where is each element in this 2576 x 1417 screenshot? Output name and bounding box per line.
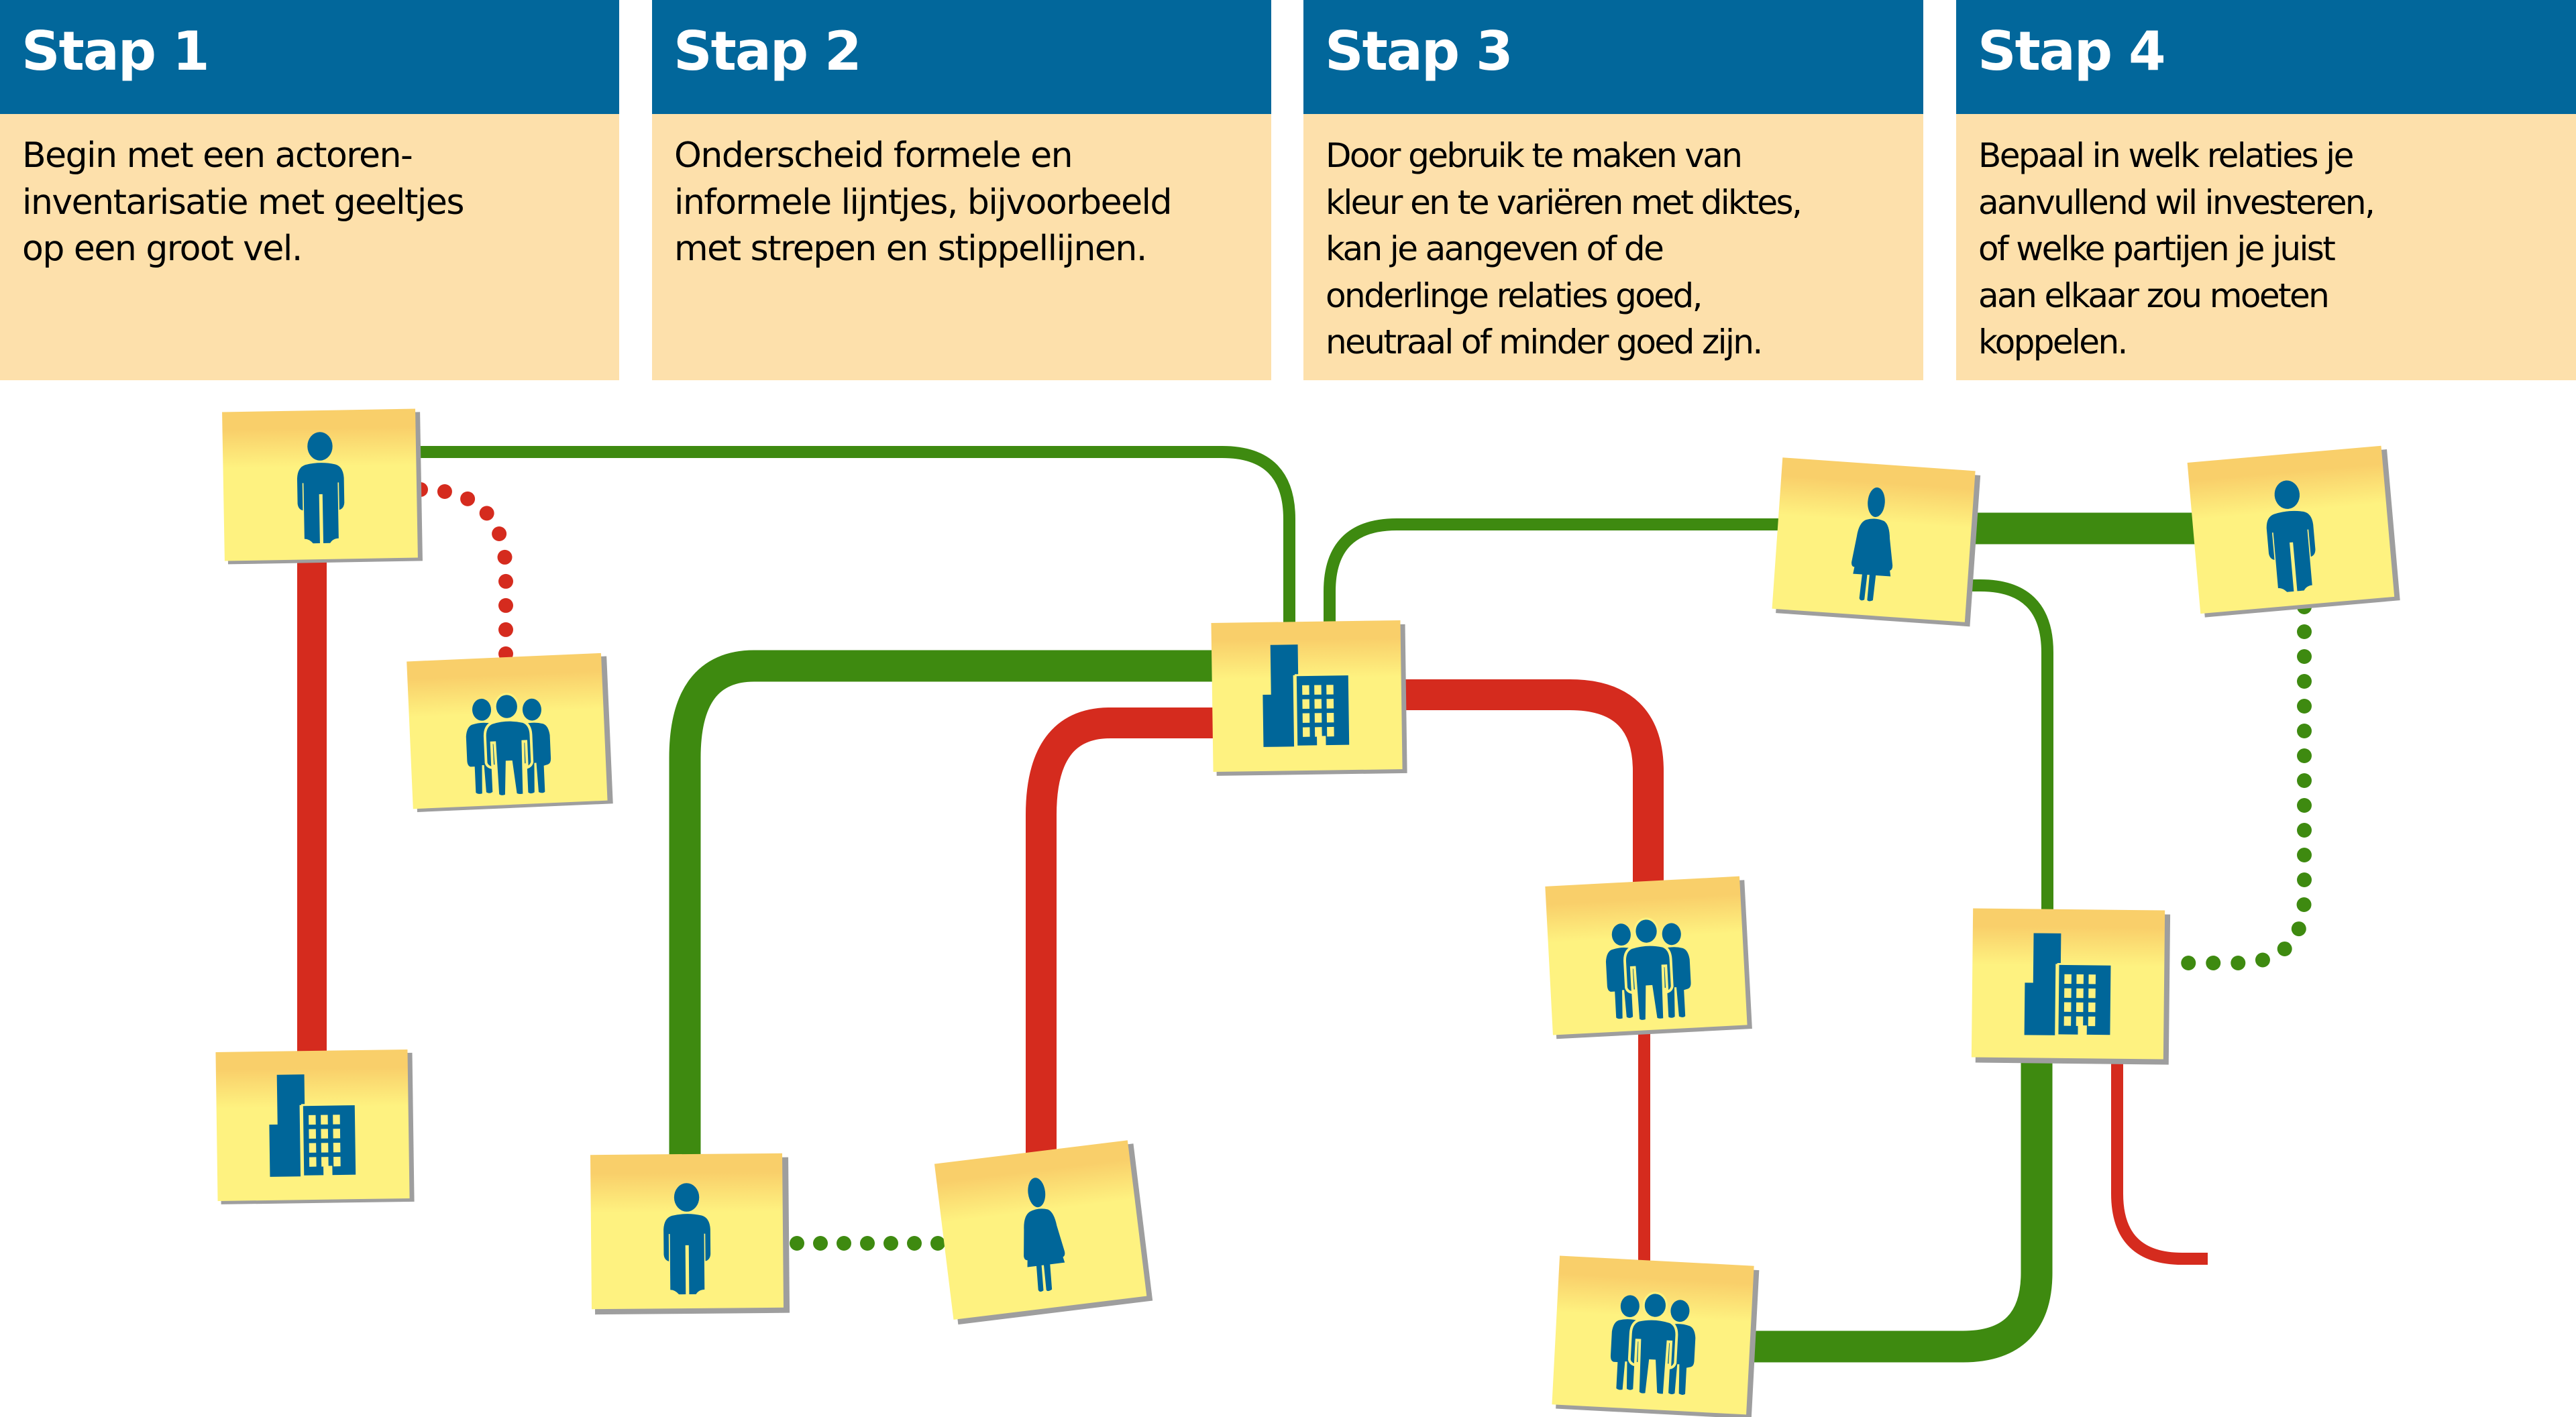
step-description: Onderscheid formele en informele lijntje… [652,114,1271,273]
step-description-line: Bepaal in welk relaties je [1978,136,2354,175]
step-panel-3: Stap 3 Door gebruik te maken van kleur e… [1303,0,1923,380]
step-description-line: of welke partijen je juist [1978,229,2336,268]
step-panel-2: Stap 2 Onderscheid formele en informele … [652,0,1271,380]
step-description-line: Onderscheid formele en [674,135,1073,176]
relation-good-thick [1744,1053,2053,1363]
sticky-note-person[interactable] [934,1139,1153,1325]
step-panel-1: Stap 1 Begin met een actoren- inventaris… [0,0,619,380]
step-title: Stap 3 [1303,0,1923,114]
relation-good-thick [669,650,1228,1167]
relation-good-thin [402,446,1295,630]
step-description-line: kan je aangeven of de [1326,229,1664,268]
sticky-note-person[interactable] [2187,445,2400,618]
step-description-line: aan elkaar zou moeten [1978,276,2330,315]
relation-bad-thick [1395,679,1664,892]
step-description-line: op een groot vel. [22,229,303,269]
relation-good-thin [1966,579,2053,919]
sticky-note-person[interactable] [222,408,423,565]
sticky-note-group[interactable] [407,653,613,813]
sticky-note-group[interactable] [1545,876,1752,1039]
step-description-line: aanvullend wil investeren, [1978,182,2375,222]
relation-good-dotted [2159,600,2312,970]
step-panel-4: Stap 4 Bepaal in welk relaties je aanvul… [1956,0,2576,380]
step-description: Begin met een actoren- inventarisatie me… [0,114,619,273]
step-title: Stap 4 [1956,0,2576,114]
sticky-note-person[interactable] [1772,457,1981,627]
step-description-line: inventarisatie met geeltjes [22,182,464,223]
step-title: Stap 2 [652,0,1271,114]
relation-good-thin [1324,518,1784,630]
relation-bad-dotted [413,482,513,671]
step-description-line: Begin met een actoren- [22,135,413,176]
sticky-note-group[interactable] [1552,1255,1760,1417]
step-description-line: informele lijntjes, bijvoorbeeld [674,182,1173,223]
step-description-line: kleur en te variëren met diktes, [1326,182,1803,222]
relation-bad-thick [1026,707,1224,1167]
sticky-note-organisation[interactable] [1211,620,1407,776]
step-title: Stap 1 [0,0,619,114]
step-description-line: onderlinge relaties goed, [1326,276,1703,315]
sticky-note-organisation[interactable] [215,1050,415,1204]
step-description-line: koppelen. [1978,323,2128,361]
sticky-note-organisation[interactable] [1971,908,2171,1065]
step-description: Door gebruik te maken van kleur en te va… [1303,114,1923,366]
step-description: Bepaal in welk relaties je aanvullend wi… [1956,114,2576,366]
sticky-note-person[interactable] [590,1153,790,1315]
step-description-line: neutraal of minder goed zijn. [1326,323,1763,361]
step-description-line: met strepen en stippellijnen. [674,229,1147,269]
relation-bad-thin [2111,1056,2208,1265]
step-description-line: Door gebruik te maken van [1326,136,1743,175]
